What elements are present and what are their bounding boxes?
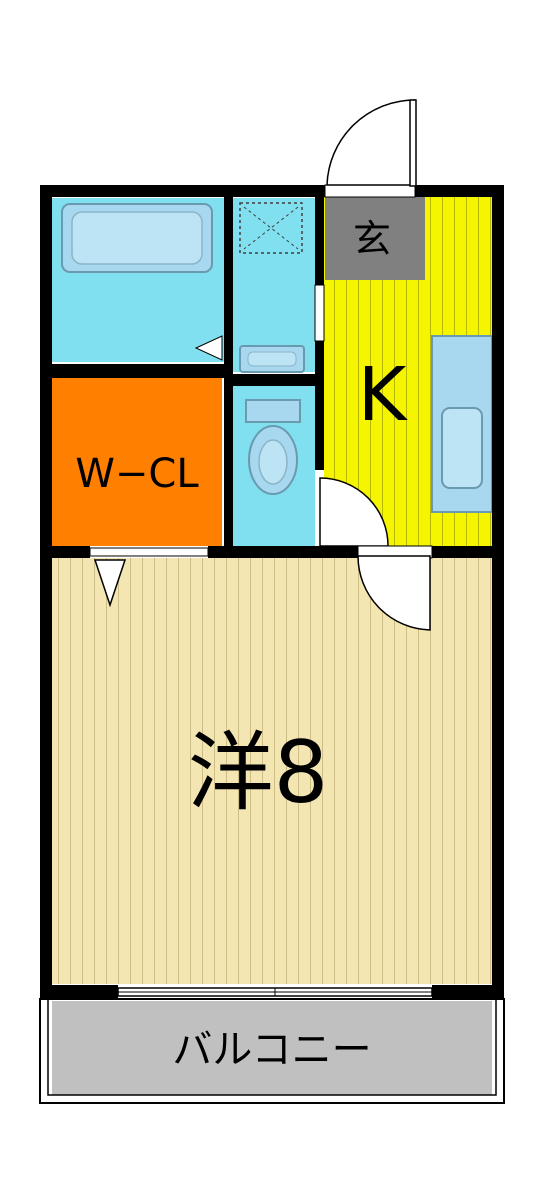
wall-rooms-divider-left [40,546,90,558]
bath-door-hinge [194,335,223,361]
entrance-label: 玄 [353,217,391,261]
walk-in-closet-label: W−CL [75,451,199,497]
balcony-inner-frame [47,998,497,1096]
wall-rooms-divider-mid [208,546,358,558]
balcony-label: バルコニー [172,1027,371,1073]
outer-wall-left [40,185,52,999]
western-room-label: 洋8 [188,723,329,823]
kitchen-sink [441,407,483,489]
outer-wall-bottom-left [40,985,118,999]
washroom-door-opening [314,284,325,342]
toilet-seat [258,439,288,485]
walk-in-closet-area [52,378,222,546]
kitchen-label: K [358,352,409,438]
outer-wall-right [492,185,504,999]
outer-wall-top-left [40,185,325,197]
outer-wall-bottom-right [432,985,504,999]
wall-bath-horizontal [52,364,232,378]
entrance-area [325,196,425,280]
wash-basin-bowl [247,351,297,367]
outer-wall-top-right [415,185,504,197]
toilet-door-swing [319,477,389,547]
front-door-swing [326,99,416,186]
balcony-area [52,1001,492,1095]
wall-wash-toilet [233,374,322,386]
washer-space [239,202,303,254]
front-door-opening [324,184,416,198]
wall-rooms-divider-right [432,546,504,558]
closet-door-opening [89,547,209,557]
bathtub-inner [71,211,203,265]
wall-wet-kitchen [315,197,324,547]
front-door-leaf [409,99,417,187]
toilet-tank [245,399,301,423]
closet-folding-door [93,559,127,608]
room-door-swing [357,555,431,631]
